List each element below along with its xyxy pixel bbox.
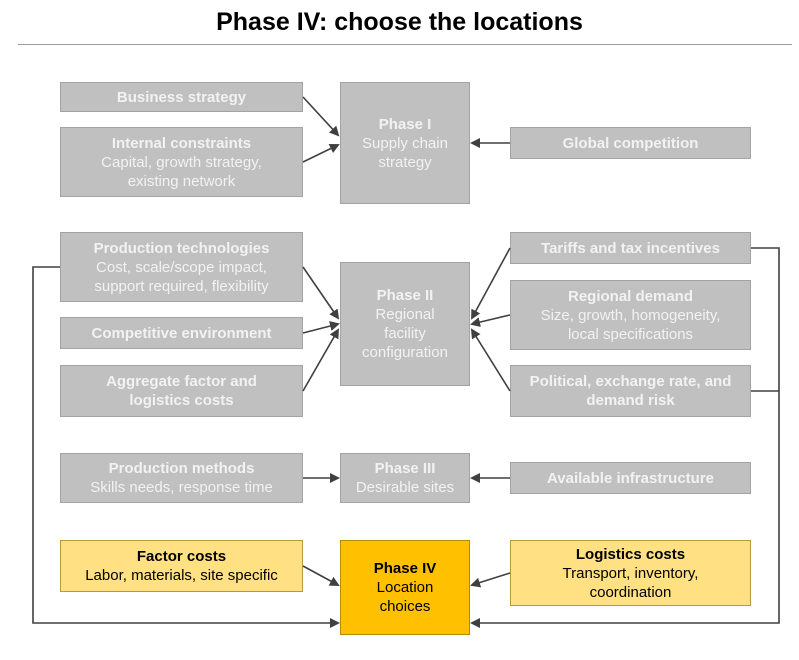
- phase2-box: Phase II Regional facility configuration: [340, 262, 470, 386]
- logistics-costs-line-1: Transport, inventory,: [562, 564, 699, 582]
- business-strategy-title: Business strategy: [116, 88, 247, 106]
- business-strategy-box: Business strategy: [60, 82, 303, 112]
- arrow-left-loop: [32, 266, 340, 628]
- political-risk-title-2: demand risk: [586, 392, 675, 409]
- production-technologies-line-2: support required, flexibility: [94, 277, 269, 295]
- internal-constraints-title: Internal constraints: [111, 134, 252, 152]
- aggregate-costs-box: Aggregate factor and logistics costs: [60, 365, 303, 417]
- phase2-line-2: facility: [384, 325, 426, 342]
- political-risk-title: Political, exchange rate, and: [529, 373, 732, 390]
- arrow-factor-costs: [302, 565, 340, 586]
- arrow-political-risk: [470, 328, 511, 392]
- arrow-logistics-costs: [470, 572, 511, 588]
- arrow-right-loop: [470, 247, 780, 628]
- title-divider: [18, 44, 792, 45]
- phase2-line-1: Regional: [375, 306, 435, 323]
- arrow-internal-constraints: [302, 143, 340, 163]
- arrow-regional-demand: [470, 314, 511, 328]
- production-methods-line-1: Skills needs, response time: [90, 479, 273, 496]
- phase1-line-1: Supply chain: [362, 134, 448, 152]
- internal-constraints-box: Internal constraints Capital, growth str…: [60, 127, 303, 197]
- production-technologies-title: Production technologies: [93, 239, 270, 257]
- regional-demand-line-2: local specifications: [567, 325, 694, 343]
- global-competition-title: Global competition: [562, 134, 699, 152]
- internal-constraints-line-2: existing network: [127, 172, 236, 190]
- regional-demand-line-1: Size, growth, homogeneity,: [540, 306, 721, 324]
- phase4-title: Phase IV: [373, 560, 437, 577]
- logistics-costs-title: Logistics costs: [575, 545, 686, 563]
- phase3-title: Phase III: [374, 460, 436, 477]
- phase2-title: Phase II: [376, 287, 434, 304]
- production-methods-box: Production methods Skills needs, respons…: [60, 453, 303, 503]
- phase3-box: Phase III Desirable sites: [340, 453, 470, 503]
- arrow-production-technologies: [302, 266, 340, 320]
- tariffs-title: Tariffs and tax incentives: [541, 239, 720, 257]
- phase4-box: Phase IV Location choices: [340, 540, 470, 635]
- aggregate-costs-title: Aggregate factor and: [106, 373, 257, 390]
- available-infrastructure-box: Available infrastructure: [510, 462, 751, 494]
- regional-demand-box: Regional demand Size, growth, homogeneit…: [510, 280, 751, 350]
- factor-costs-title: Factor costs: [136, 548, 227, 565]
- internal-constraints-line-1: Capital, growth strategy,: [101, 153, 262, 171]
- regional-demand-title: Regional demand: [567, 287, 694, 305]
- phase3-line-1: Desirable sites: [355, 479, 455, 496]
- page-title: Phase IV: choose the locations: [216, 8, 583, 36]
- phase1-title: Phase I: [378, 115, 432, 133]
- tariffs-box: Tariffs and tax incentives: [510, 232, 751, 264]
- aggregate-costs-title-2: logistics costs: [129, 392, 234, 409]
- factor-costs-line-1: Labor, materials, site specific: [85, 567, 278, 584]
- arrow-business-strategy: [302, 96, 340, 137]
- phase4-line-1: Location: [376, 579, 434, 596]
- phase2-line-3: configuration: [362, 344, 448, 361]
- phase1-box: Phase I Supply chain strategy: [340, 82, 470, 204]
- political-risk-box: Political, exchange rate, and demand ris…: [510, 365, 751, 417]
- factor-costs-box: Factor costs Labor, materials, site spec…: [60, 540, 303, 592]
- arrow-tariffs: [471, 247, 511, 320]
- competitive-environment-title: Competitive environment: [91, 324, 272, 342]
- phase4-line-2: choices: [379, 598, 431, 615]
- arrow-aggregate-costs: [302, 328, 339, 392]
- production-methods-title: Production methods: [108, 460, 255, 477]
- logistics-costs-line-2: coordination: [589, 583, 672, 601]
- competitive-environment-box: Competitive environment: [60, 317, 303, 349]
- logistics-costs-box: Logistics costs Transport, inventory, co…: [510, 540, 751, 606]
- available-infrastructure-title: Available infrastructure: [547, 469, 714, 487]
- production-technologies-box: Production technologies Cost, scale/scop…: [60, 232, 303, 302]
- production-technologies-line-1: Cost, scale/scope impact,: [96, 258, 267, 276]
- arrow-competitive-environment: [302, 321, 340, 334]
- phase1-line-2: strategy: [378, 153, 432, 171]
- global-competition-box: Global competition: [510, 127, 751, 159]
